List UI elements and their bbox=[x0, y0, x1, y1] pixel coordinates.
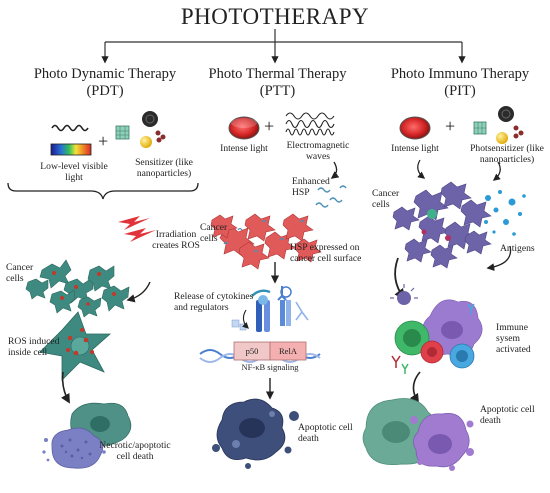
ptt-hsp-surface-label: HSP expressed on cancer cell surface bbox=[290, 242, 362, 264]
pit-cancer-cells-label: Cancer cells bbox=[372, 188, 400, 210]
ptt-cytokines-label: Release of cytokines and regulators bbox=[174, 291, 254, 313]
ptt-waves-label: Electromagnetic waves bbox=[286, 140, 350, 162]
pit-heading-abbr: (PIT) bbox=[444, 83, 476, 99]
arrow-ros-to-death bbox=[61, 371, 70, 404]
wavy-light-icon bbox=[51, 124, 89, 132]
visible-spectrum-bar bbox=[50, 143, 92, 156]
ptt-intense-light-icon bbox=[228, 116, 260, 140]
pdt-death-label: Necrotic/apoptotic cell death bbox=[99, 440, 171, 462]
lightning-bolts-icon bbox=[118, 216, 156, 242]
ptt-hsp-label: Enhanced HSP bbox=[292, 176, 330, 198]
ptt-cluster-hsp-marks bbox=[223, 219, 305, 253]
pdt-ros-label: ROS induced inside cell bbox=[8, 336, 60, 358]
page-title: PHOTOTHERAPY bbox=[180, 4, 370, 29]
pdt-sensitizer-label: Sensitizer (like nanoparticles) bbox=[135, 157, 193, 179]
pit-photosensitizer-label: Photsensitizer (like nanoparticles) bbox=[470, 143, 544, 165]
arrow-irradiation-to-cells bbox=[126, 281, 151, 303]
pdt-brace bbox=[7, 182, 199, 200]
ptt-nfkb-label: NF-κB signaling bbox=[241, 362, 299, 372]
ptt-rela-label: RelA bbox=[279, 346, 297, 356]
pit-light-label: Intense light bbox=[391, 143, 439, 154]
photosensitizer-nanoparticles-icon bbox=[473, 106, 524, 144]
pit-plus-sign: + bbox=[445, 116, 456, 136]
arrow-cytokines-to-nfkb bbox=[241, 309, 249, 329]
pit-intense-light-icon bbox=[399, 116, 431, 140]
nfkb-complex bbox=[199, 341, 321, 363]
ptt-cancer-cells-label: Cancer cells bbox=[200, 222, 228, 244]
ptt-cancer-cell-cluster bbox=[210, 213, 322, 270]
arrow-antigens-to-immune bbox=[486, 245, 512, 271]
ptt-p50-label: p50 bbox=[245, 346, 259, 356]
pit-cluster-markers bbox=[421, 209, 451, 241]
arrow-sensitizer-to-antigens bbox=[492, 161, 501, 181]
ptt-heading-name: Photo Thermal Therapy bbox=[208, 66, 347, 82]
pdt-cluster-red-dots bbox=[52, 271, 116, 306]
tree-connectors bbox=[101, 29, 466, 64]
ptt-light-label: Intense light bbox=[220, 143, 268, 154]
pdt-plus-sign: + bbox=[98, 131, 109, 151]
pdt-cancer-cells-label: Cancer cells bbox=[6, 262, 34, 284]
pdt-heading-abbr: (PDT) bbox=[86, 83, 124, 99]
pdt-irradiation-label: Irradiation creates ROS bbox=[152, 229, 200, 251]
arrow-light-to-cells bbox=[417, 159, 426, 179]
pdt-light-label: Low-level visible light bbox=[40, 161, 108, 183]
pit-antigens-label: Antigens bbox=[500, 243, 535, 254]
pdt-heading-name: Photo Dynamic Therapy bbox=[33, 66, 177, 82]
rela-box bbox=[269, 341, 307, 361]
single-cancer-cell-ros bbox=[39, 311, 112, 381]
pit-cancer-cell-cluster bbox=[392, 181, 492, 269]
immune-cells-cluster bbox=[390, 284, 483, 374]
arrow-waves-to-hsp bbox=[330, 161, 340, 179]
hsp-protein-squiggles bbox=[315, 185, 347, 208]
ptt-heading-abbr: (PTT) bbox=[259, 83, 296, 99]
pit-immune-label: Immune sysem activated bbox=[496, 322, 531, 355]
pit-death-label: Apoptotic cell death bbox=[480, 404, 535, 426]
antigens-dots bbox=[484, 190, 526, 236]
ptt-heading: Photo Thermal Therapy (PTT) bbox=[190, 66, 365, 100]
pit-apoptotic-cells bbox=[362, 398, 474, 471]
ptt-apoptotic-tumor bbox=[212, 398, 299, 469]
ptt-death-label: Apoptotic cell death bbox=[298, 422, 353, 444]
electromagnetic-waves-icon bbox=[285, 112, 335, 136]
pit-heading-name: Photo Immuno Therapy bbox=[390, 66, 530, 82]
pit-heading: Photo Immuno Therapy (PIT) bbox=[372, 66, 548, 100]
necrotic-apoptotic-cells bbox=[42, 402, 132, 469]
arrow-immune-to-death bbox=[409, 371, 421, 404]
pdt-heading: Photo Dynamic Therapy (PDT) bbox=[10, 66, 200, 100]
ptt-plus-sign: + bbox=[264, 116, 275, 136]
sensitizer-nanoparticles-icon bbox=[115, 111, 166, 148]
